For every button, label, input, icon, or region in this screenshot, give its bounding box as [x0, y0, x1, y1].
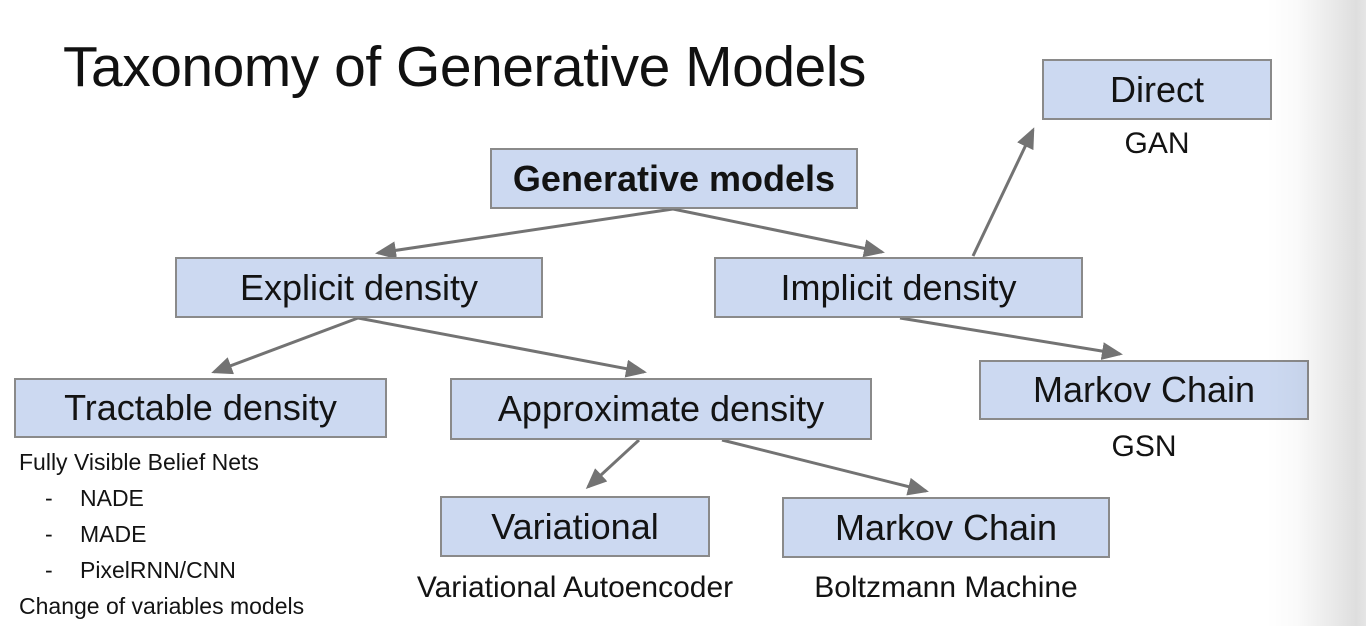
node-variational: Variational — [440, 496, 710, 557]
node-label: Markov Chain — [834, 506, 1058, 548]
node-generative-models: Generative models — [490, 148, 858, 209]
node-label: Direct — [1109, 68, 1204, 110]
edge-implicit-markov-gsn — [899, 316, 1123, 360]
list-item-label: NADE — [80, 485, 144, 511]
node-label: Markov Chain — [1032, 369, 1256, 410]
edge-generative-explicit — [375, 207, 674, 260]
edge-generative-implicit — [672, 207, 885, 258]
node-label: Generative models — [512, 157, 836, 199]
node-label: Variational — [491, 505, 659, 547]
page-title: Taxonomy of Generative Models — [63, 35, 866, 99]
bullet-dash: - — [45, 557, 53, 583]
node-explicit-density: Explicit density — [175, 257, 543, 318]
edge-explicit-approximate — [357, 316, 647, 378]
bullet-dash: - — [45, 485, 53, 511]
node-tractable-density: Tractable density — [14, 378, 387, 438]
bullet-dash: - — [45, 521, 53, 547]
edge-explicit-tractable — [211, 316, 359, 375]
edge-approximate-markov-boltzmann — [721, 438, 929, 496]
node-approximate-density: Approximate density — [450, 378, 872, 440]
annotation-gsn: GSN — [1111, 430, 1177, 463]
tractable-density-notes: Fully Visible Belief Nets - NADE - MADE - P… — [19, 444, 304, 624]
annotation-variational-autoencoder: Variational Autoencoder — [416, 571, 734, 604]
node-label: Approximate density — [497, 388, 825, 429]
list-item-label: MADE — [80, 521, 147, 547]
list-item-label: PixelRNN/CNN — [80, 557, 236, 583]
node-label: Explicit density — [239, 266, 479, 308]
annotation-gan: GAN — [1124, 127, 1190, 160]
node-implicit-density: Implicit density — [714, 257, 1083, 318]
edge-approximate-variational — [585, 438, 641, 490]
annotation-boltzmann-machine: Boltzmann Machine — [814, 571, 1078, 604]
edge-implicit-direct — [971, 127, 1035, 257]
right-edge-shadow — [1266, 0, 1366, 626]
list-item: - PixelRNN/CNN — [19, 552, 304, 588]
node-markov-chain-boltzmann: Markov Chain — [782, 497, 1110, 558]
node-markov-chain-gsn: Markov Chain — [979, 360, 1309, 420]
notes-heading: Fully Visible Belief Nets — [19, 449, 259, 475]
notes-footer: Change of variables models — [19, 593, 305, 619]
node-label: Implicit density — [780, 266, 1017, 308]
list-item: - NADE — [19, 480, 304, 516]
node-label: Tractable density — [64, 387, 337, 428]
node-direct: Direct — [1042, 59, 1272, 120]
list-item: - MADE — [19, 516, 304, 552]
